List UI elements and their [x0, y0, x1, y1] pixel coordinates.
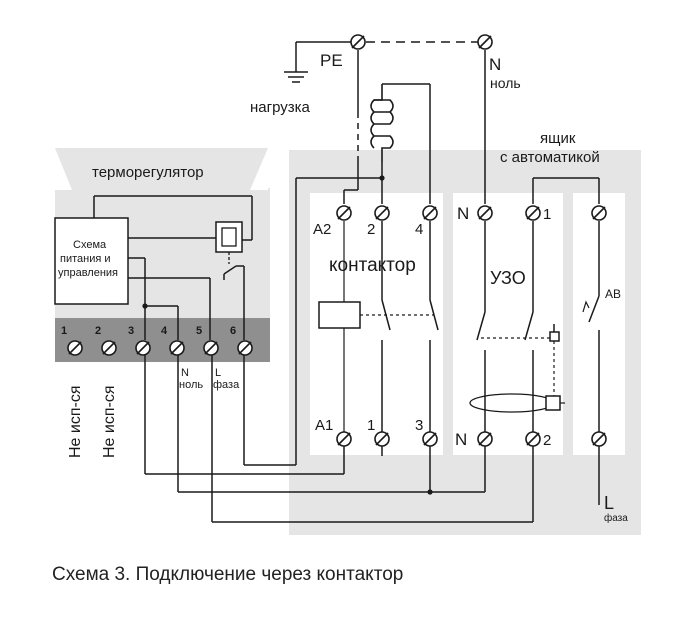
load-coil-icon — [370, 84, 394, 162]
terminal-ab-top — [591, 205, 607, 221]
control-circuit-block — [54, 217, 129, 305]
load-label: нагрузка — [250, 99, 311, 116]
unused-terminal-2-label: Не исп-ся — [101, 386, 118, 459]
n-terminal-label: N — [181, 367, 189, 379]
pe-label: PE — [320, 51, 343, 70]
uzo-2-label: 2 — [543, 432, 551, 449]
terminal-2-label: 2 — [367, 221, 375, 238]
ab-label: AB — [605, 287, 621, 301]
l-label: L — [604, 493, 614, 513]
thermostat-label: терморегулятор — [92, 164, 204, 181]
terminal-n-top — [477, 34, 493, 50]
n-label: N — [489, 55, 501, 74]
rcd-module — [453, 193, 563, 455]
terminal-number: 5 — [196, 325, 202, 337]
thermostat-terminal-4 — [169, 340, 185, 356]
terminal-3-label: 3 — [415, 417, 423, 434]
control-label-line-3: управления — [58, 267, 118, 279]
terminal-number: 6 — [230, 325, 236, 337]
terminal-1 — [374, 431, 390, 447]
junction-dots — [142, 175, 433, 495]
terminal-uzo-2 — [525, 431, 541, 447]
terminal-a1 — [336, 431, 352, 447]
l-sub-label: фаза — [604, 512, 628, 524]
uzo-1-label: 1 — [543, 206, 551, 223]
thermostat-terminal-1 — [67, 340, 83, 356]
figure-caption: Схема 3. Подключение через контактор — [52, 564, 404, 585]
l-terminal-sub-label: фаза — [213, 379, 240, 391]
wires — [93, 41, 600, 523]
terminal-pe — [350, 34, 366, 50]
relay-icon — [215, 221, 243, 275]
terminal-4-label: 4 — [415, 221, 423, 238]
terminal-a2 — [336, 205, 352, 221]
box-label-line-1: ящик — [540, 130, 576, 147]
terminal-4 — [422, 205, 438, 221]
labels: PE N ноль нагрузка ящик с автоматикой те… — [58, 51, 628, 524]
uzo-n-in-label: N — [457, 204, 469, 223]
terminal-ab-bottom — [591, 431, 607, 447]
n-terminal-sub-label: ноль — [179, 379, 203, 391]
thermostat-terminal-2 — [101, 340, 117, 356]
terminal-number: 4 — [161, 325, 168, 337]
a1-label: A1 — [315, 417, 333, 434]
uzo-label: УЗО — [490, 268, 526, 288]
thermostat-terminal-3 — [135, 340, 151, 356]
thermostat-terminal-5 — [203, 340, 219, 356]
terminal-2 — [374, 205, 390, 221]
n-sub-label: ноль — [490, 75, 521, 91]
contactor-label: контактор — [329, 255, 416, 276]
terminal-uzo-n-in — [477, 205, 493, 221]
box-label-line-2: с автоматикой — [500, 149, 600, 166]
unused-terminal-1-label: Не исп-ся — [67, 386, 84, 459]
terminal-3 — [422, 431, 438, 447]
terminal-1-label: 1 — [367, 417, 375, 434]
terminal-uzo-1 — [525, 205, 541, 221]
l-terminal-label: L — [215, 367, 221, 379]
uzo-n-out-label: N — [455, 430, 467, 449]
terminal-number: 1 — [61, 325, 67, 337]
a2-label: A2 — [313, 221, 331, 238]
terminal-uzo-n-out — [477, 431, 493, 447]
control-label-line-1: Схема — [73, 239, 107, 251]
terminal-number: 2 — [95, 325, 101, 337]
control-label-line-2: питания и — [60, 253, 111, 265]
terminal-number: 3 — [128, 325, 134, 337]
thermostat-terminal-numbers: 1 2 3 4 5 6 — [61, 325, 236, 337]
thermostat-terminal-6 — [237, 340, 253, 356]
